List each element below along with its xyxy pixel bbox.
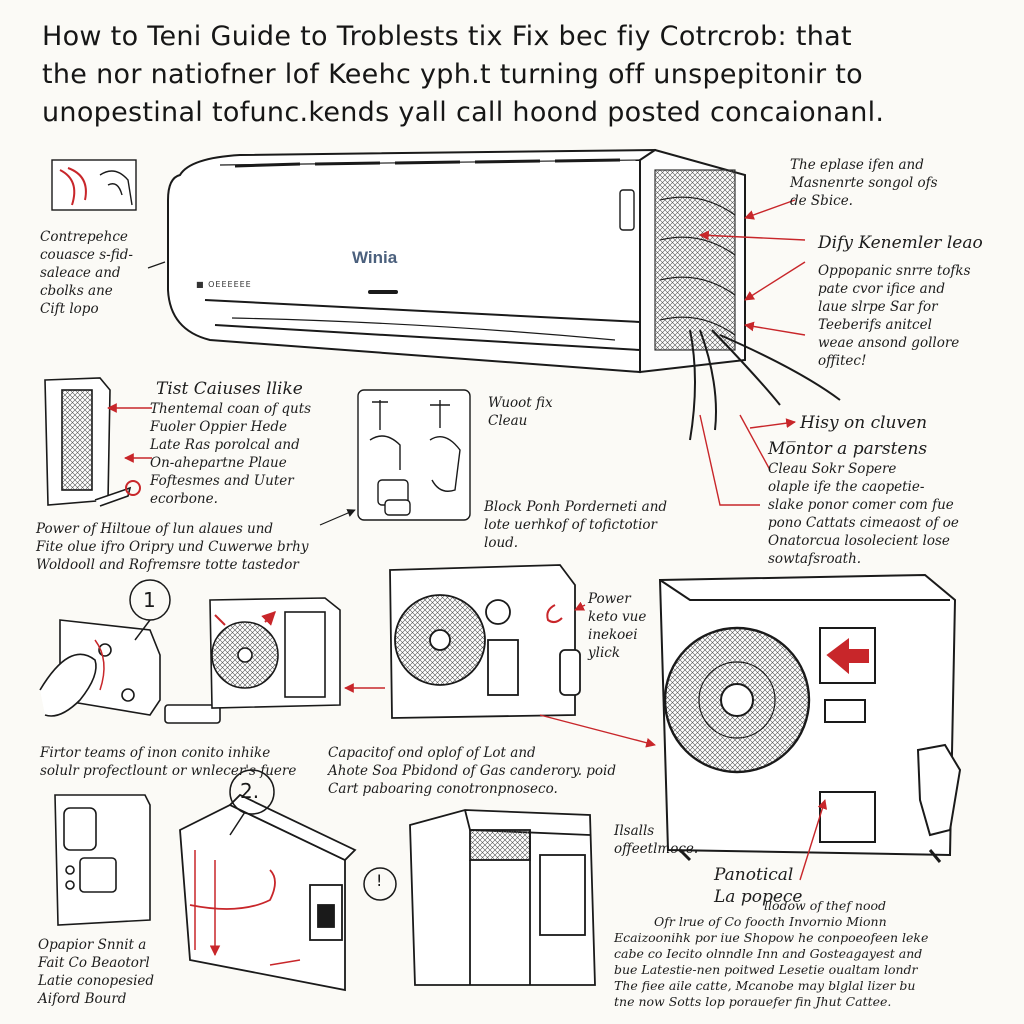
title-line: How to Teni Guide to Troblests tix Fix b… <box>42 21 852 52</box>
control-box <box>54 794 151 926</box>
air-filter-part <box>44 377 141 507</box>
repair-sketch <box>357 389 471 521</box>
bottom-right-note: llodow of thef nood Ofr lrue of Co fooct… <box>614 898 929 1009</box>
small-outdoor-unit <box>209 597 341 709</box>
test-heading: Tist Caiuses llike <box>156 379 303 399</box>
callout-lines <box>107 199 828 966</box>
wiring-box <box>179 793 357 992</box>
step-markers <box>129 579 397 901</box>
title-line: the nor natiofner lof Keehc yph.t turnin… <box>42 59 863 90</box>
indoor-unit-drawing <box>167 148 841 441</box>
hand-icon <box>51 159 137 211</box>
condenser-cabinet <box>409 809 596 986</box>
brand-logo: Winia <box>352 248 398 267</box>
model-badge: ■ ОЕЕЕЕЕЕ <box>196 280 252 289</box>
dirty-heading: Dify Kenemler leao <box>818 233 983 253</box>
middle-outdoor-unit <box>389 564 581 719</box>
motor-heading: Mo̅ntor a parstens <box>768 439 928 459</box>
alert-marker: ! <box>376 871 383 890</box>
large-outdoor-unit <box>658 573 962 863</box>
page-title: How to Teni Guide to Troblests tix Fix b… <box>42 18 1002 132</box>
hisy-heading: Hisy on cluven <box>800 413 928 433</box>
title-line: unopestinal tofunc.kends yall call hoond… <box>42 97 885 128</box>
control-panel-sketch <box>39 619 221 724</box>
step-number-1: 1 <box>143 588 156 612</box>
step-number-2: 2. <box>240 779 260 803</box>
